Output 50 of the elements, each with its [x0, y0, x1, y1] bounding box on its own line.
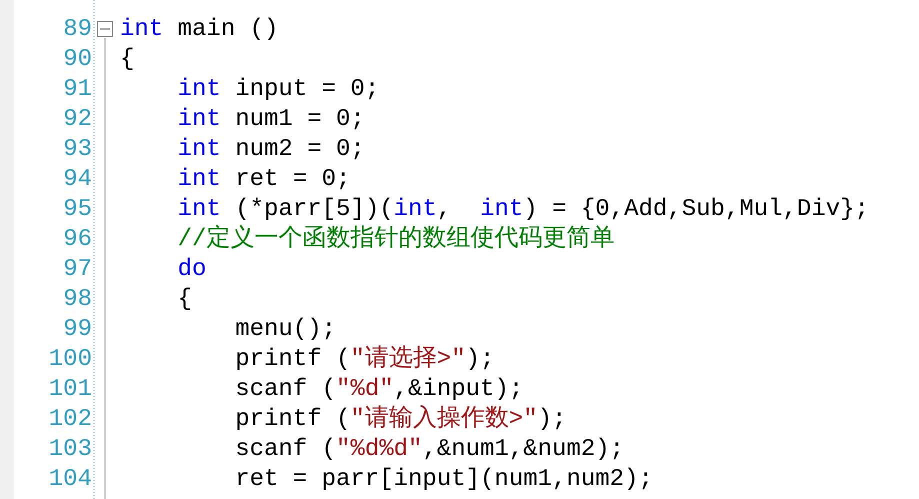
code-text: scanf ( — [235, 435, 336, 465]
code-text: ret = 0; — [235, 165, 350, 195]
line-number: 90 — [62, 45, 92, 75]
line-number: 100 — [48, 345, 92, 375]
keyword: do — [178, 255, 206, 285]
keyword: int — [178, 195, 221, 224]
string-literal: "%d%d" — [336, 435, 422, 465]
code-text: scanf ( — [235, 375, 336, 405]
line-number: 101 — [48, 375, 92, 405]
code-text: ); — [538, 405, 566, 435]
keyword: int — [394, 195, 437, 225]
code-comment: //定义一个函数指针的数组使代码更简单 — [178, 225, 614, 255]
line-number: 89 — [62, 15, 92, 45]
line-number: 96 — [62, 225, 92, 255]
string-literal: "%d" — [336, 375, 394, 405]
line-number: 97 — [62, 255, 92, 285]
line-number: 94 — [62, 165, 92, 195]
code-text: printf ( — [235, 405, 350, 435]
line-number: 91 — [62, 75, 92, 105]
code-text: { — [120, 45, 134, 75]
code-text: ret = parr[input](num1,num2); — [235, 465, 653, 495]
code-text: ) = {0,Add,Sub,Mul,Div}; — [523, 195, 869, 225]
keyword: int — [480, 195, 524, 225]
string-literal: "请输入操作数>" — [350, 405, 538, 435]
line-number: 102 — [48, 405, 92, 435]
code-text: , — [436, 195, 452, 225]
line-number: 99 — [62, 315, 92, 345]
string-literal: "请选择>" — [350, 345, 466, 375]
line-number: 93 — [62, 135, 92, 165]
code-text: input = 0; — [235, 75, 380, 105]
code-text: ); — [466, 345, 494, 375]
keyword: int — [120, 15, 164, 45]
line-number: 92 — [62, 105, 92, 135]
keyword: int — [178, 135, 221, 165]
code-text: menu(); — [235, 315, 336, 345]
code-text: (*parr[5])( — [235, 195, 394, 224]
keyword: int — [178, 105, 221, 135]
code-text: printf ( — [235, 345, 350, 375]
code-text: { — [178, 285, 192, 315]
code-text: ,&input); — [394, 375, 524, 405]
line-number: 103 — [48, 435, 92, 465]
code-text: main () — [178, 15, 278, 45]
line-number: 95 — [62, 195, 92, 225]
keyword: int — [178, 165, 221, 195]
code-text: num1 = 0; — [235, 105, 365, 135]
line-number: 104 — [48, 465, 92, 495]
code-text: num2 = 0; — [235, 135, 365, 165]
code-text: ,&num1,&num2); — [422, 435, 624, 465]
line-number: 98 — [62, 285, 92, 315]
keyword: int — [178, 75, 221, 105]
